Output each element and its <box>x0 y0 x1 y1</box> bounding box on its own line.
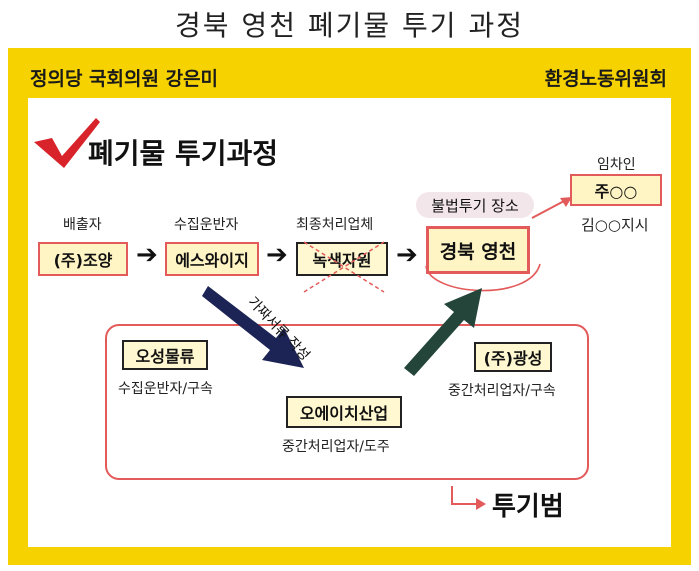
header-committee: 환경노동위원회 <box>544 68 667 90</box>
checkmark-icon <box>34 118 100 168</box>
illegal-dump-site-label: 불법투기 장소 <box>416 192 534 218</box>
lessee-note: 김○○지시 <box>581 216 649 234</box>
oheichi-role: 중간처리업자/도주 <box>282 439 390 455</box>
lessee-box: 주○○ <box>570 174 662 206</box>
lessee-name: 주○○ <box>594 182 638 201</box>
oheichi-box: 오에이치산업 <box>286 396 402 428</box>
lessee-role: 임차인 <box>597 157 636 173</box>
gwangsung-box: (주)광성 <box>474 342 552 372</box>
osung-box: 오성물류 <box>122 340 208 370</box>
page-title: 경북 영천 폐기물 투기 과정 <box>175 9 524 42</box>
dump-site-name: 경북 영천 <box>439 240 517 263</box>
arrow-icon: ➔ <box>396 240 418 270</box>
cross-out-icon <box>303 241 385 293</box>
dump-arrow-icon <box>404 288 482 376</box>
osung-name: 오성물류 <box>135 347 195 366</box>
collector-name: 에스와이지 <box>175 251 249 270</box>
main-title: 폐기물 투기과정 <box>88 137 279 170</box>
collector-role: 수집운반자 <box>174 217 239 233</box>
dump-site-box: 경북 영천 <box>426 226 530 274</box>
gwangsung-name: (주)광성 <box>483 349 543 368</box>
diagram-panel <box>28 98 671 547</box>
emitter-role: 배출자 <box>63 217 102 233</box>
final-processor-role: 최종처리업체 <box>296 217 374 233</box>
osung-role: 수집운반자/구속 <box>118 381 213 397</box>
dumpers-label: 투기범 <box>492 492 564 522</box>
oheichi-name: 오에이치산업 <box>299 404 389 423</box>
final-processor-name: 녹색자원 <box>312 251 372 270</box>
link-arrow-icon <box>531 197 572 219</box>
fake-docs-arrow-icon <box>202 286 304 368</box>
final-processor-box: 녹색자원 <box>296 242 388 276</box>
dumping-group-box <box>105 324 589 480</box>
gwangsung-role: 중간처리업자/구속 <box>448 383 556 399</box>
arrow-icon: ➔ <box>266 240 288 270</box>
emitter-box: (주)조양 <box>38 242 128 276</box>
arrow-icon: ➔ <box>136 240 158 270</box>
header-author: 정의당 국회의원 강은미 <box>30 68 219 90</box>
collector-box: 에스와이지 <box>165 242 259 276</box>
emitter-name: (주)조양 <box>53 251 113 270</box>
corner-arrow-icon <box>451 486 486 510</box>
